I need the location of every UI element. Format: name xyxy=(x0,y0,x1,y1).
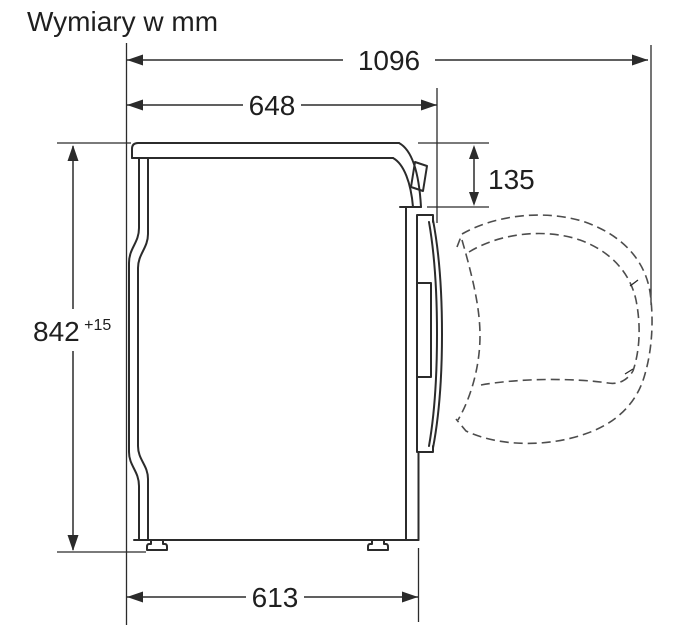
dim-613-label: 613 xyxy=(252,582,299,613)
dim-648: 648 xyxy=(127,90,437,121)
dim-1096-label: 1096 xyxy=(358,45,420,76)
dim-613-arrow-right xyxy=(402,591,418,603)
door-swing-outer-rim xyxy=(455,214,653,445)
door-frame-bottom xyxy=(416,376,434,453)
door-swing-left-edge xyxy=(457,239,481,421)
machine-outline xyxy=(128,142,443,551)
dim-613: 613 xyxy=(127,582,418,613)
dim-135-arrow-bottom xyxy=(469,192,479,206)
dim-648-arrow-left xyxy=(127,99,143,111)
rear-outer-profile xyxy=(128,157,140,541)
open-door-swing-dashed xyxy=(455,214,653,445)
dim-1096-arrow-right xyxy=(632,54,648,66)
foot-left xyxy=(146,539,168,551)
control-panel-inner-curve xyxy=(392,157,414,208)
worktop-top-edge xyxy=(131,142,400,159)
control-panel-outer-curve xyxy=(398,142,422,208)
dim-1096-arrow-left xyxy=(127,54,143,66)
dim-842-label: 842 +15 xyxy=(33,316,111,347)
diagram-title: Wymiary w mm xyxy=(27,6,218,37)
rear-panel xyxy=(128,157,149,541)
rear-inner-profile xyxy=(137,157,149,541)
door-inner-bulge xyxy=(428,221,438,447)
dim-842-tolerance: +15 xyxy=(84,317,111,334)
door-swing-inner-rim xyxy=(468,232,640,372)
dim-842-arrow-top xyxy=(67,145,79,161)
dim-1096: 1096 xyxy=(127,45,648,76)
dim-613-arrow-left xyxy=(127,591,143,603)
control-panel xyxy=(392,142,428,208)
door xyxy=(416,214,443,541)
door-center-panel xyxy=(416,282,432,378)
door-swing-hinge-ticks xyxy=(624,279,639,375)
worktop xyxy=(131,142,400,159)
dim-135-arrow-top xyxy=(469,145,479,159)
dim-842: 842 +15 xyxy=(33,145,111,551)
dim-135: 135 xyxy=(469,145,535,206)
door-swing-hook xyxy=(456,233,463,248)
door-outer-bulge xyxy=(432,219,443,449)
dim-648-arrow-right xyxy=(421,99,437,111)
dim-648-label: 648 xyxy=(249,90,296,121)
dim-135-label: 135 xyxy=(488,164,535,195)
control-panel-display xyxy=(410,161,428,192)
door-frame-top xyxy=(416,214,434,284)
foot-right xyxy=(367,539,389,551)
dim-842-value: 842 xyxy=(33,316,80,347)
dim-842-arrow-bottom xyxy=(67,535,79,551)
door-swing-inner-bottom xyxy=(480,370,634,386)
extension-lines xyxy=(57,43,652,625)
